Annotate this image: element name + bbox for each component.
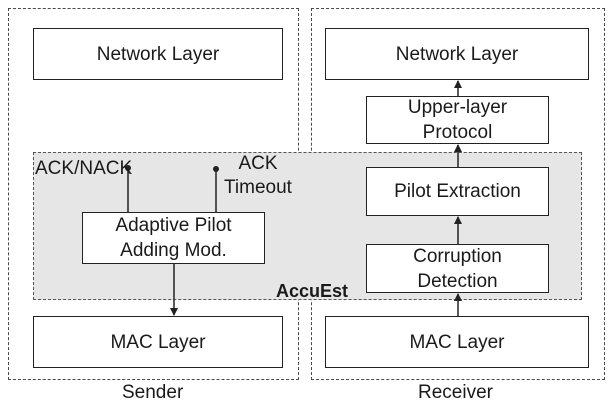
sender-network-layer-box: Network Layer — [33, 28, 283, 80]
ack-nack-label: ACK/NACK — [35, 158, 133, 179]
pilot-extraction-box: Pilot Extraction — [366, 167, 549, 216]
accuest-label: AccuEst — [276, 281, 349, 301]
sender-mac-layer-box: MAC Layer — [33, 316, 283, 368]
corruption-detection-box: Corruption Detection — [366, 244, 549, 293]
ack-timeout-label: ACK Timeout — [224, 153, 292, 198]
ack-nack-terminal-dot — [125, 165, 131, 171]
receiver-caption: Receiver — [418, 382, 493, 403]
sender-caption: Sender — [122, 382, 184, 403]
receiver-network-layer-box: Network Layer — [325, 28, 589, 80]
receiver-mac-layer-box: MAC Layer — [325, 316, 589, 368]
upper-layer-protocol-box: Upper-layer Protocol — [366, 96, 549, 144]
adaptive-pilot-adding-module-box: Adaptive Pilot Adding Mod. — [82, 212, 265, 264]
ack-timeout-terminal-dot — [213, 166, 219, 172]
